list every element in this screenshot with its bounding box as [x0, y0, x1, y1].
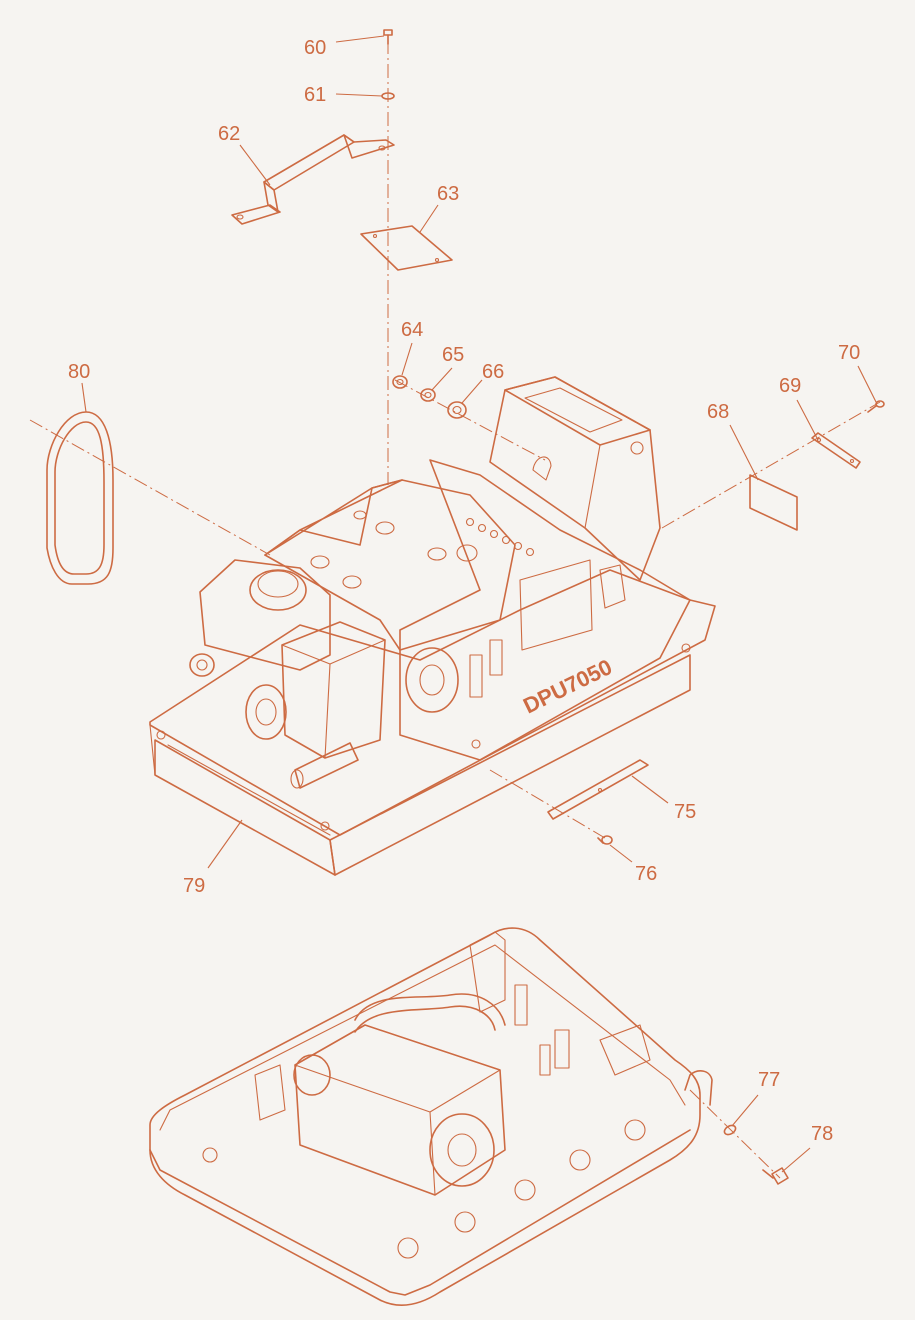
callout-79: 79 — [183, 875, 205, 897]
callout-78: 78 — [811, 1123, 833, 1145]
part-70-screw — [867, 400, 885, 413]
callout-labels: 60 61 62 63 64 65 66 68 69 70 75 76 77 7… — [68, 37, 860, 1145]
part-78-bolt — [762, 1167, 789, 1185]
callout-70: 70 — [838, 342, 860, 364]
control-bolt-row — [465, 517, 535, 557]
callout-68: 68 — [707, 401, 729, 423]
part-65-washer — [420, 388, 436, 402]
callout-leaders — [81, 35, 877, 1173]
callout-80: 80 — [68, 361, 90, 383]
part-75-strip — [547, 759, 649, 820]
callout-61: 61 — [304, 84, 326, 106]
part-69-strip — [811, 432, 861, 469]
part-76-screw — [597, 835, 613, 845]
part-68-plate — [749, 474, 798, 531]
callout-69: 69 — [779, 375, 801, 397]
part-64-nut — [392, 375, 408, 389]
callout-62: 62 — [218, 123, 240, 145]
part-62-bracket — [231, 134, 395, 225]
part-66-nut — [447, 401, 467, 419]
tank-vent-holes — [310, 510, 478, 589]
callout-66: 66 — [482, 361, 504, 383]
brand-label: DPU7050 — [519, 654, 616, 718]
center-lines — [29, 40, 881, 1179]
callout-60: 60 — [304, 37, 326, 59]
callout-77: 77 — [758, 1069, 780, 1091]
callout-65: 65 — [442, 344, 464, 366]
part-77-washer — [723, 1124, 737, 1136]
part-63-plate — [360, 225, 453, 271]
part-60-bolt — [383, 29, 393, 45]
upper-machine-assembly: DPU7050 — [149, 376, 716, 876]
part-80-belt — [46, 411, 114, 585]
callout-75: 75 — [674, 801, 696, 823]
callout-64: 64 — [401, 319, 423, 341]
callout-63: 63 — [437, 183, 459, 205]
lower-baseplate-assembly — [149, 927, 713, 1307]
track-pads — [202, 1119, 646, 1259]
callout-76: 76 — [635, 863, 657, 885]
